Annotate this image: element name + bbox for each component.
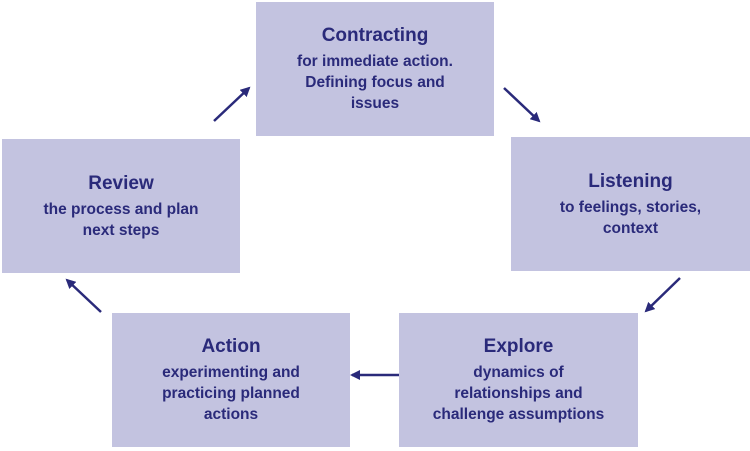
stage-explore-box: Explore dynamics of relationships and ch… — [399, 313, 638, 447]
stage-review-text: the process and plan next steps — [43, 200, 199, 239]
stage-action-box: Action experimenting and practicing plan… — [112, 313, 350, 447]
stage-listening-box: Listening to feelings, stories, context — [511, 137, 750, 271]
stage-contracting-box: Contracting for immediate action. Defini… — [256, 2, 494, 136]
stage-contracting-title: Contracting — [321, 25, 429, 46]
arrow-listening-to-explore — [644, 277, 681, 313]
stage-contracting-text: for immediate action. Defining focus and… — [297, 53, 453, 112]
stage-action-title: Action — [201, 336, 261, 357]
stage-review-title: Review — [88, 172, 154, 194]
arrow-review-to-contracting — [213, 86, 251, 122]
stage-listening-title: Listening — [588, 170, 673, 192]
stage-explore-title: Explore — [483, 336, 554, 357]
arrow-action-to-review — [65, 278, 102, 313]
stage-listening-text: to feelings, stories, context — [559, 198, 702, 237]
stage-action-text: experimenting and practicing planned act… — [162, 364, 300, 423]
stage-explore-text: dynamics of relationships and challenge … — [432, 364, 605, 423]
stage-review-box: Review the process and plan next steps — [2, 139, 240, 273]
arrow-contracting-to-listening — [503, 87, 541, 123]
